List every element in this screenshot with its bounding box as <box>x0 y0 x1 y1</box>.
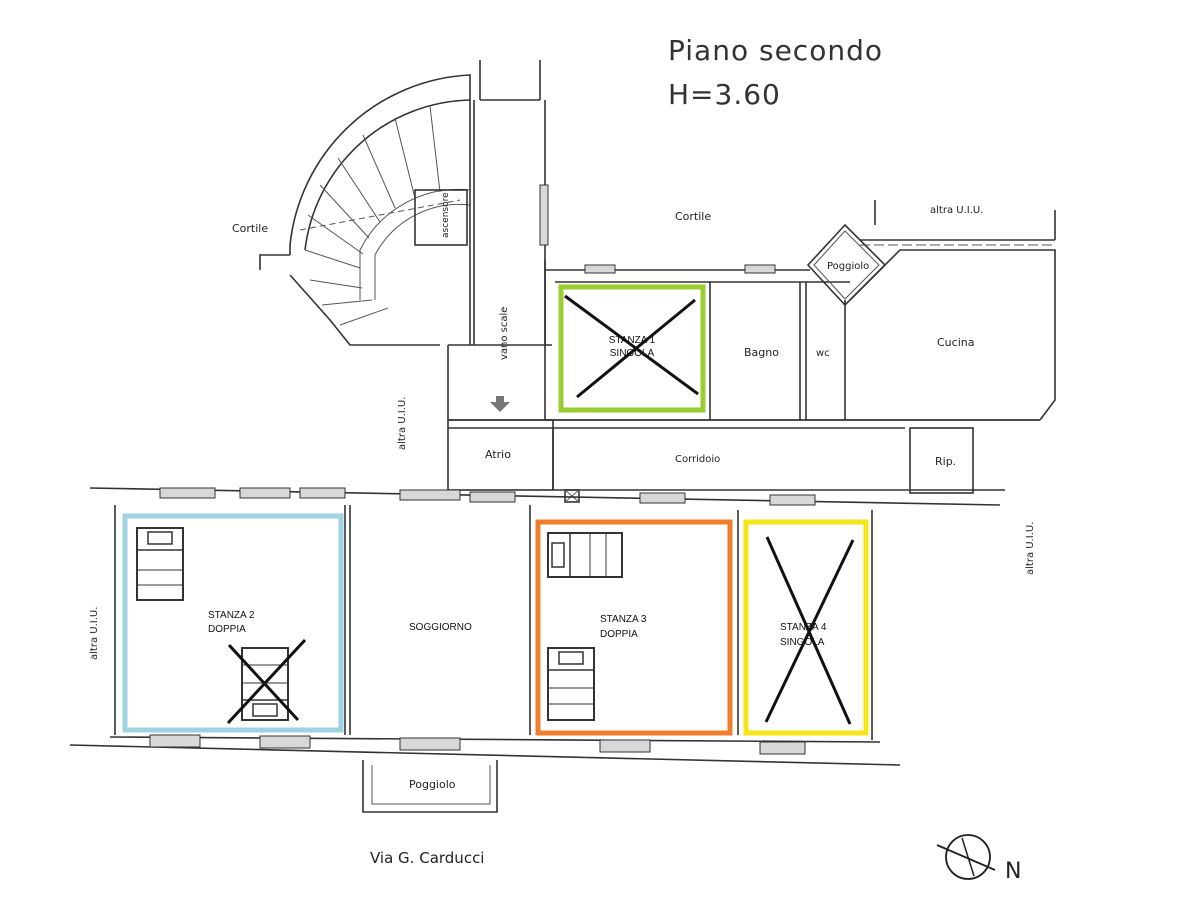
vano-scale <box>447 100 552 420</box>
stanza-1-cross-b <box>576 298 696 399</box>
poggiolo-top <box>806 223 887 307</box>
stanza-2-type: DOPPIA <box>208 624 246 635</box>
bed-icon <box>136 527 184 601</box>
altra-uiu-right-label: altra U.I.U. <box>1025 522 1036 575</box>
north-arrow-icon <box>936 834 996 880</box>
altra-uiu-left-label: altra U.I.U. <box>89 607 100 660</box>
stanza-3-frame <box>535 519 733 736</box>
bagno-label: Bagno <box>744 346 779 359</box>
stanza-2-name: STANZA 2 <box>208 610 255 621</box>
cortile-left-label: Cortile <box>232 222 268 235</box>
stair-tower <box>259 60 541 346</box>
poggiolo-bottom-label: Poggiolo <box>409 778 456 791</box>
bed-icon <box>547 532 623 578</box>
stanza-1-type: SINGOLA <box>610 348 655 359</box>
plan-title: Piano secondo <box>668 34 883 67</box>
stanza-4-cross-b <box>764 539 855 723</box>
wc-label: wc <box>816 348 830 359</box>
stanza-3-name: STANZA 3 <box>600 614 647 625</box>
stanza-4: STANZA 4 SINGOLA <box>743 519 869 736</box>
stanza-4-type: SINGOLA <box>780 637 825 648</box>
stanza-1-name: STANZA 1 <box>609 335 656 346</box>
bed-cross-a <box>227 643 300 722</box>
street-label: Via G. Carducci <box>370 849 484 867</box>
north-label: N <box>1005 859 1021 884</box>
stanza-1: STANZA 1 SINGOLA <box>558 284 706 413</box>
rip-label: Rip. <box>935 455 956 468</box>
cortile-top-label: Cortile <box>675 210 711 223</box>
lower-rooms-walls <box>69 487 1001 766</box>
stanza-3: STANZA 3 DOPPIA <box>535 519 733 736</box>
corridoio-label: Corridoio <box>675 454 720 465</box>
stanza-1-cross-a <box>564 294 699 396</box>
vano-scale-label: vano scale <box>499 307 510 360</box>
soggiorno-label: SOGGIORNO <box>409 622 472 633</box>
stanza-2: STANZA 2 DOPPIA <box>122 513 344 733</box>
altra-uiu-top-label: altra U.I.U. <box>930 205 983 216</box>
stanza-4-name: STANZA 4 <box>780 622 827 633</box>
stanza-3-type: DOPPIA <box>600 629 638 640</box>
cucina-label: Cucina <box>937 336 974 349</box>
corridor-band <box>447 396 1040 503</box>
altra-uiu-mid-label: altra U.I.U. <box>397 397 408 450</box>
upper-rooms <box>544 200 1056 421</box>
stanza-2-frame <box>122 513 344 733</box>
poggiolo-bottom <box>362 760 498 813</box>
bed-cross-b <box>226 638 307 725</box>
ascensore-label: ascensore <box>441 192 451 238</box>
stanza-1-frame <box>558 284 706 413</box>
stanza-4-frame <box>743 519 869 736</box>
poggiolo-top-label: Poggiolo <box>827 261 869 272</box>
bed-icon <box>547 647 595 721</box>
plan-height: H=3.60 <box>668 78 781 111</box>
atrio-label: Atrio <box>485 448 511 461</box>
